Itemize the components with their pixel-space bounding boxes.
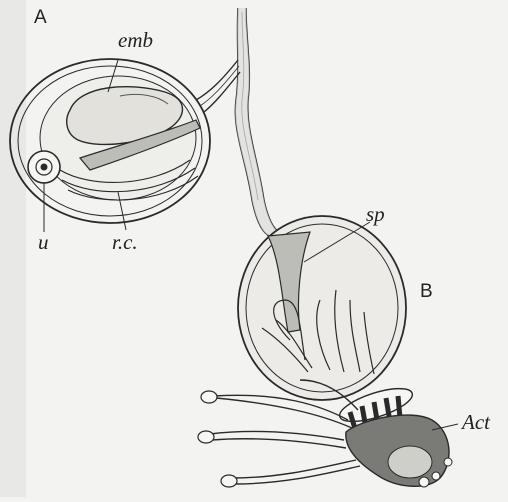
u-ring <box>28 151 60 183</box>
main-stalk-fill <box>235 8 288 236</box>
label-act: Act <box>462 412 490 433</box>
label-sp: sp <box>366 204 385 225</box>
actinula-mouth <box>388 446 432 478</box>
label-rc: r.c. <box>112 232 138 253</box>
label-u: u <box>38 232 49 253</box>
capsule-b <box>238 216 406 400</box>
label-b: B <box>420 282 433 301</box>
branch-to-a <box>196 60 240 112</box>
left-margin-shade <box>0 0 26 497</box>
label-a: A <box>34 8 47 27</box>
label-emb: emb <box>118 30 153 51</box>
